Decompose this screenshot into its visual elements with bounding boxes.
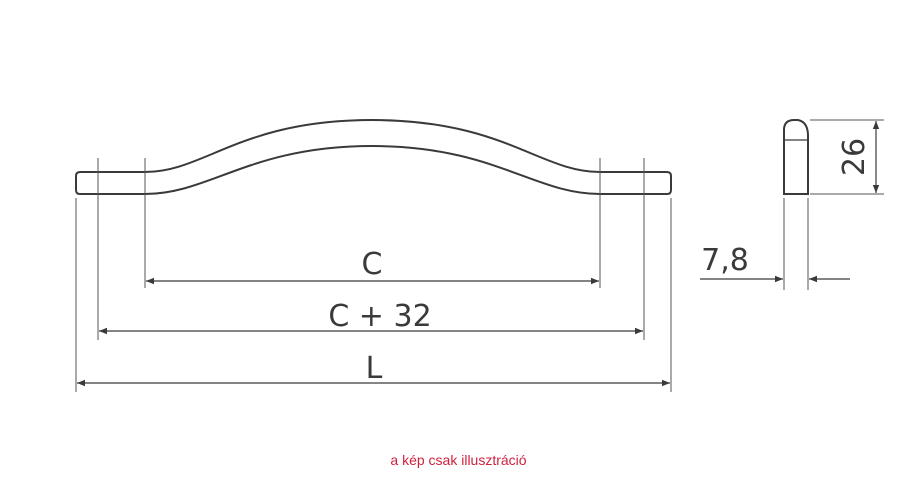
handle-right-end: [666, 171, 672, 195]
handle-top-edge: [80, 118, 667, 173]
handle-bottom-edge: [80, 144, 667, 195]
handle-profile: [75, 118, 672, 195]
illustration-caption: a kép csak illusztráció: [390, 452, 527, 468]
handle-side-view: [783, 119, 809, 195]
dim-label-c: C: [362, 247, 383, 282]
dim-label-c-plus: C + 32: [328, 299, 431, 334]
extension-lines: [75, 158, 672, 392]
side-extension-lines: [783, 119, 884, 290]
dim-label-height: 26: [837, 138, 872, 176]
dim-label-thickness: 7,8: [701, 243, 749, 278]
dim-label-length: L: [366, 351, 383, 386]
dimension-lines: [77, 277, 670, 387]
handle-left-end: [75, 171, 81, 195]
